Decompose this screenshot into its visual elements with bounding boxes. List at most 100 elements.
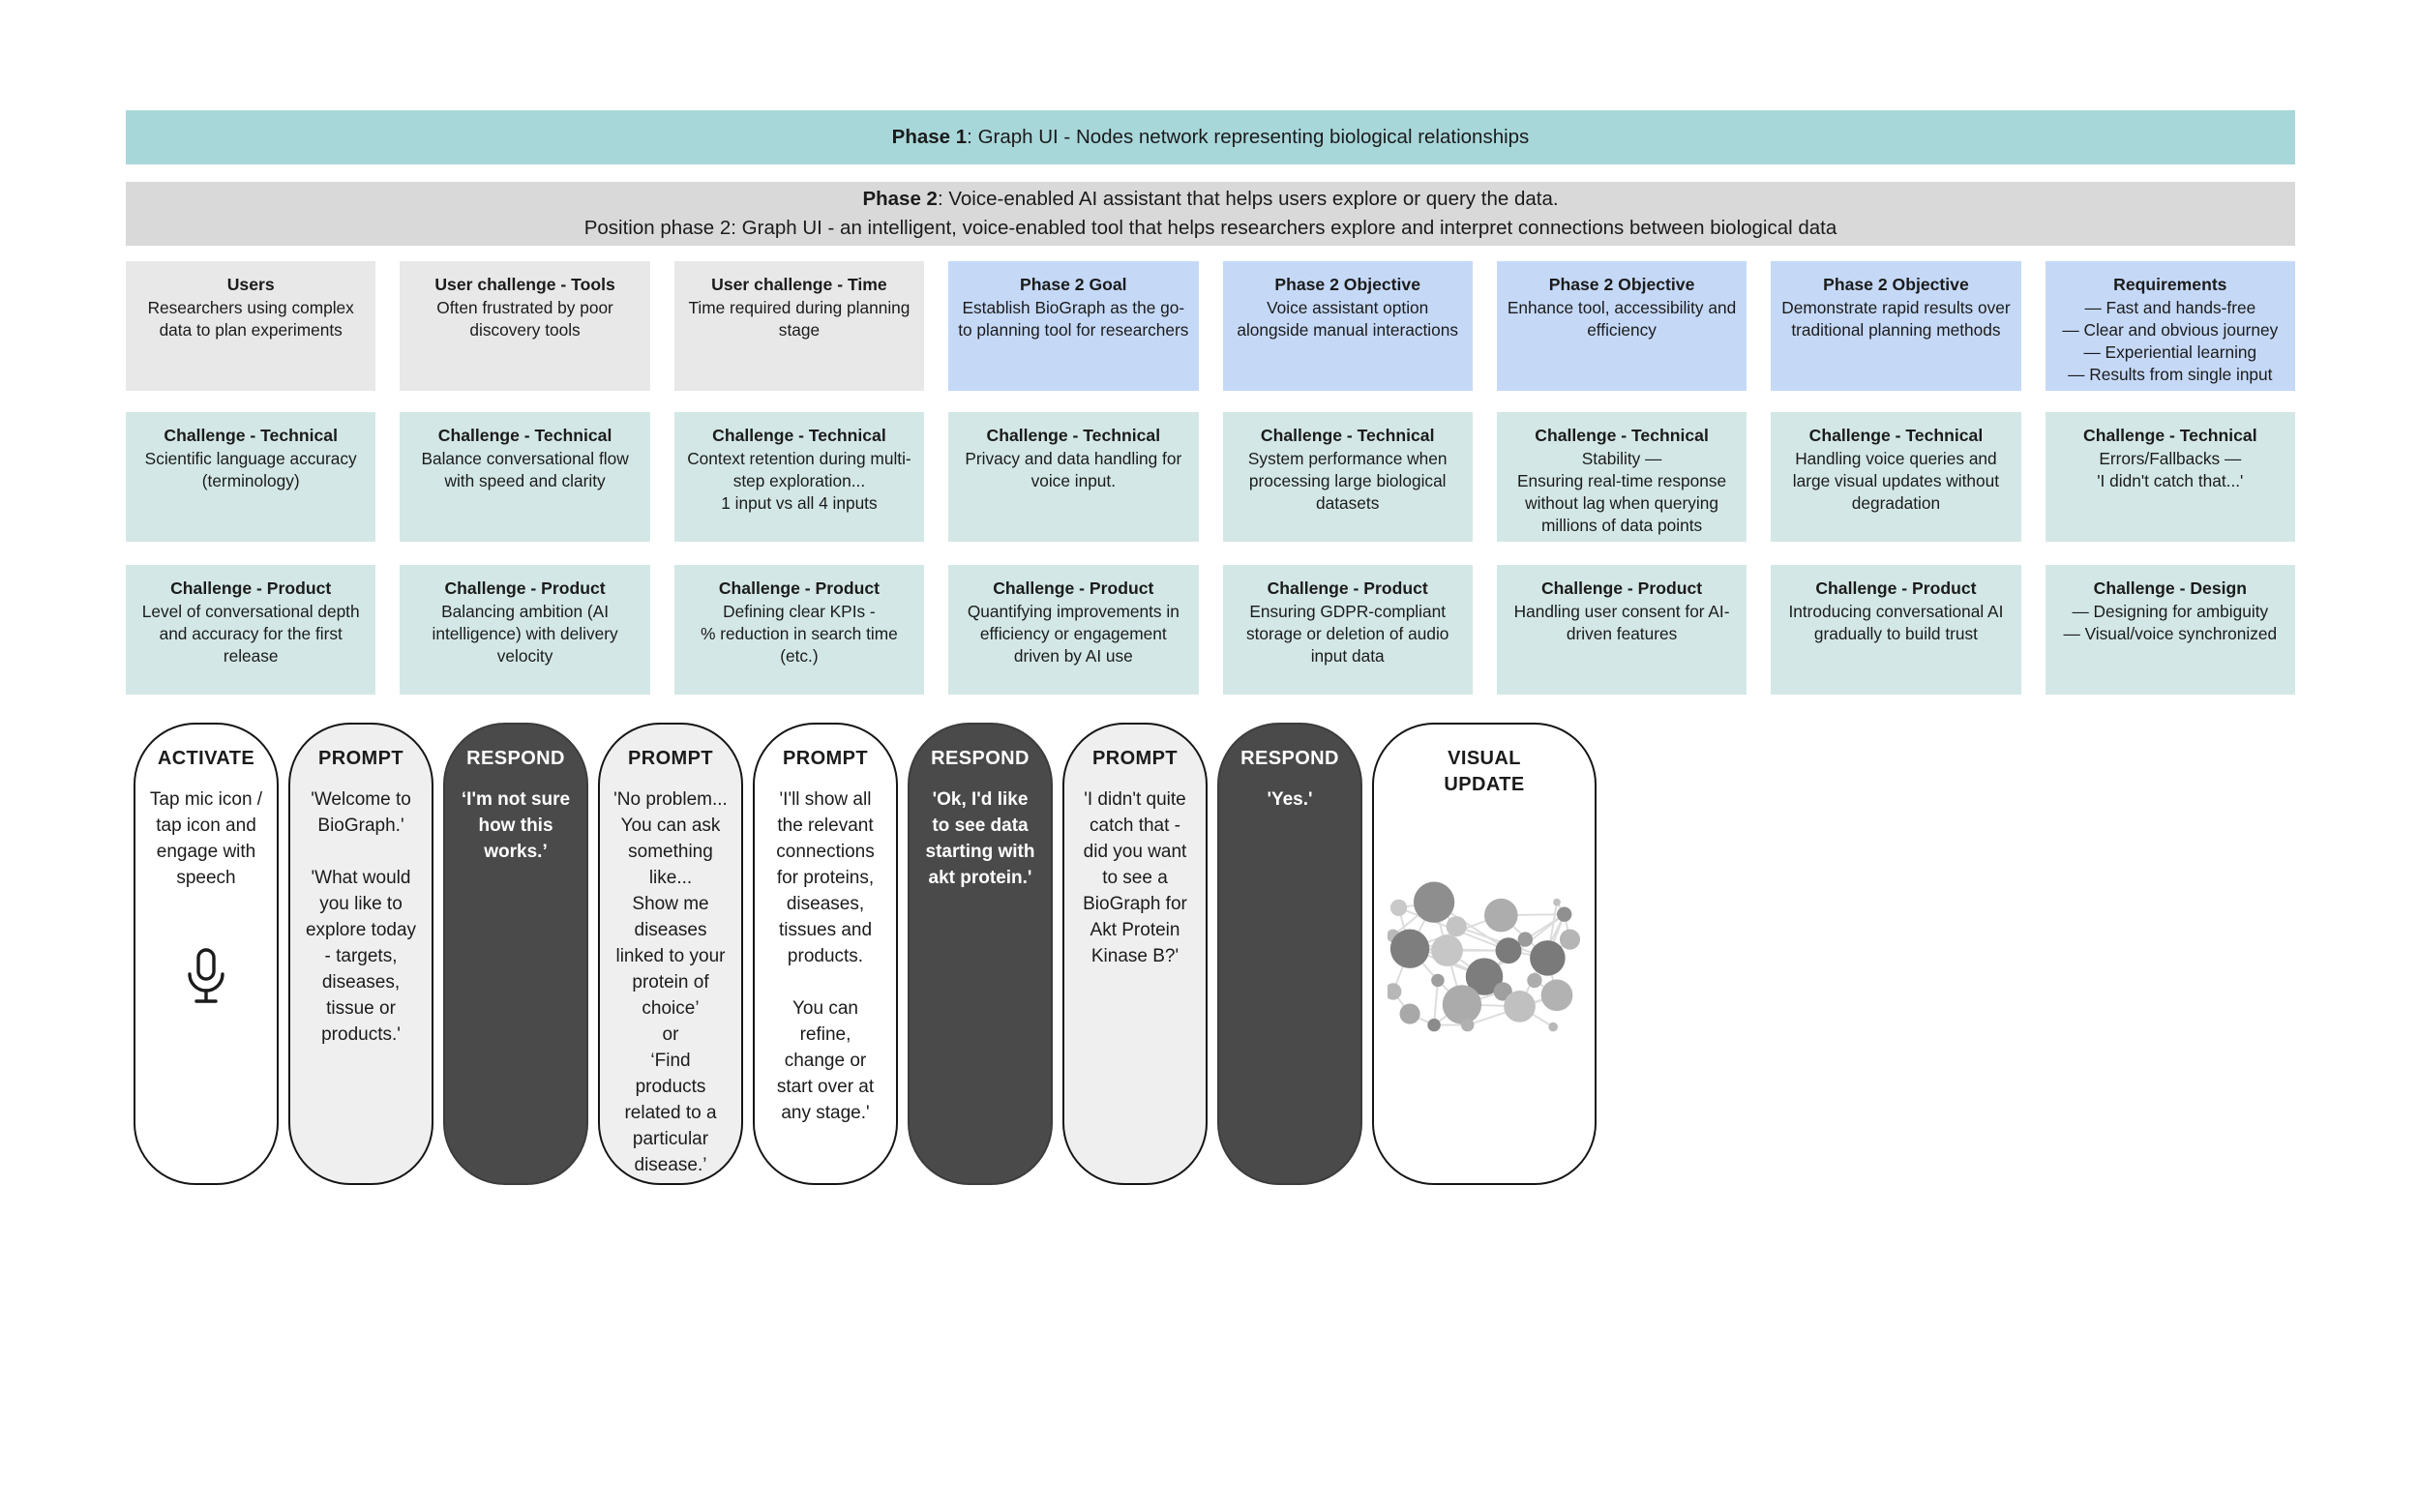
conversation-step-body: 'I'll show all the relevant connections … [776, 789, 875, 1123]
info-card-title: Requirements [2113, 275, 2227, 294]
info-card-body: Voice assistant option alongside manual … [1237, 298, 1458, 341]
info-card-title: Challenge - Technical [986, 426, 1161, 445]
phase-2-position-text: Position phase 2: Graph UI - an intellig… [583, 217, 1837, 239]
info-card-body: Handling voice queries and large visual … [1792, 449, 2000, 514]
conversation-step-body: Tap mic icon / tap icon and engage with … [149, 789, 263, 888]
conversation-step-body: 'No problem... You can ask something lik… [613, 789, 728, 1175]
info-card-body: Context retention during multi-step expl… [687, 449, 911, 514]
info-card-title: Users [226, 275, 275, 294]
phase-2-text: : Voice-enabled AI assistant that helps … [937, 188, 1559, 211]
microphone-icon[interactable] [149, 946, 263, 1006]
info-card: Requirements — Fast and hands-free — Clea… [2045, 261, 2295, 391]
conversation-step-body: 'Yes.' [1267, 789, 1313, 810]
conversation-step-visual-update[interactable]: VISUAL UPDATE [1372, 723, 1597, 1185]
info-card-title: Challenge - Product [170, 578, 332, 598]
info-card-title: Challenge - Product [1540, 578, 1703, 598]
info-card-title: Challenge - Technical [2083, 426, 2257, 445]
phase-1-banner-text: Phase 1: Graph UI - Nodes network repres… [892, 123, 1530, 152]
phase-1-banner: Phase 1: Graph UI - Nodes network repres… [126, 110, 2295, 164]
info-card-body: — Fast and hands-free — Clear and obviou… [2062, 298, 2279, 385]
info-card-body: Defining clear KPIs - % reduction in sea… [701, 602, 898, 667]
info-card-title: Phase 2 Goal [1020, 275, 1127, 294]
info-card-title: Challenge - Technical [1535, 426, 1709, 445]
info-card-body: Establish BioGraph as the go-to planning… [958, 298, 1189, 341]
conversation-step-title: PROMPT [1092, 748, 1178, 769]
conversation-step-title: ACTIVATE [157, 748, 255, 769]
info-card-title: Phase 2 Objective [1548, 275, 1695, 294]
conversation-step-body: 'Ok, I'd like to see data starting with … [925, 789, 1035, 888]
phase-1-label: Phase 1 [891, 126, 968, 149]
conversation-step-respond-not-sure[interactable]: RESPOND‘I'm not sure how this works.’ [443, 723, 588, 1185]
info-card-title: Challenge - Technical [712, 426, 886, 445]
info-card-title: User challenge - Time [711, 275, 887, 294]
conversation-flow-row: ACTIVATE Tap mic icon / tap icon and enga… [134, 723, 2301, 1185]
info-card-body: System performance when processing large… [1247, 449, 1448, 514]
info-card-body: Scientific language accuracy (terminolog… [144, 449, 357, 491]
conversation-step-respond-yes[interactable]: RESPOND 'Yes.' [1217, 723, 1362, 1185]
conversation-step-respond-akt-protein[interactable]: RESPOND 'Ok, I'd like to see data startin… [908, 723, 1053, 1185]
conversation-step-body: ‘I'm not sure how this works.’ [461, 789, 571, 862]
conversation-step-activate[interactable]: ACTIVATE Tap mic icon / tap icon and enga… [134, 723, 279, 1185]
phase-2-banner-text: Phase 2: Voice-enabled AI assistant that… [862, 185, 1558, 214]
phase-1-text: : Graph UI - Nodes network representing … [967, 126, 1530, 149]
info-card-body: Ensuring GDPR-compliant storage or delet… [1245, 602, 1449, 667]
phase-2-banner: Phase 2: Voice-enabled AI assistant that… [126, 182, 2295, 246]
info-card-body: — Designing for ambiguity — Visual/voice… [2063, 602, 2278, 644]
conversation-step-body: 'I didn't quite catch that - did you wan… [1083, 789, 1187, 966]
info-card-body: Researchers using complex data to plan e… [147, 298, 354, 341]
phase-2-label: Phase 2 [862, 188, 938, 211]
info-card-body: Introducing conversational AI gradually … [1788, 602, 2004, 644]
info-card-body: Stability — Ensuring real-time response … [1517, 449, 1727, 536]
info-card-title: Challenge - Product [1815, 578, 1977, 598]
info-card-body: Enhance tool, accessibility and efficien… [1507, 298, 1737, 341]
info-card-title: Phase 2 Objective [1823, 275, 1969, 294]
conversation-step-prompt-no-problem[interactable]: PROMPT 'No problem... You can ask somethi… [598, 723, 743, 1185]
info-card-title: Challenge - Product [444, 578, 606, 598]
info-card-title: Phase 2 Objective [1274, 275, 1420, 294]
info-card-body: Demonstrate rapid results over tradition… [1781, 298, 2011, 341]
info-card-title: Challenge - Product [718, 578, 881, 598]
info-card-title: Challenge - Technical [1808, 426, 1984, 445]
conversation-step-title: RESPOND [1240, 748, 1339, 769]
info-card-title: Challenge - Product [1267, 578, 1428, 598]
info-card-title: Challenge - Product [993, 578, 1154, 598]
conversation-step-title: PROMPT [783, 748, 868, 769]
conversation-step-prompt-didnt-catch[interactable]: PROMPT 'I didn't quite catch that - did y… [1062, 723, 1208, 1185]
info-card-title: Challenge - Technical [437, 426, 612, 445]
conversation-step-title: PROMPT [628, 748, 713, 769]
info-card: Challenge - Design — Designing for ambigu… [2045, 565, 2295, 695]
conversation-step-prompt-show-connections[interactable]: PROMPT 'I'll show all the relevant connec… [753, 723, 898, 1185]
info-card-body: Balancing ambition (AI intelligence) wit… [432, 602, 618, 667]
info-card-title: Challenge - Design [2093, 578, 2247, 598]
info-card-body: Privacy and data handling for voice inpu… [965, 449, 1182, 491]
conversation-step-body: 'Welcome to BioGraph.' 'What would you l… [305, 789, 417, 1045]
info-card-title: User challenge - Tools [434, 275, 615, 294]
info-card-body: Often frustrated by poor discovery tools [436, 298, 613, 341]
conversation-step-title: RESPOND [931, 748, 1030, 769]
info-card-body: Level of conversational depth and accura… [141, 602, 360, 667]
info-card-title: Challenge - Technical [1260, 426, 1435, 445]
conversation-step-prompt-welcome[interactable]: PROMPT'Welcome to BioGraph.' 'What would… [288, 723, 433, 1185]
